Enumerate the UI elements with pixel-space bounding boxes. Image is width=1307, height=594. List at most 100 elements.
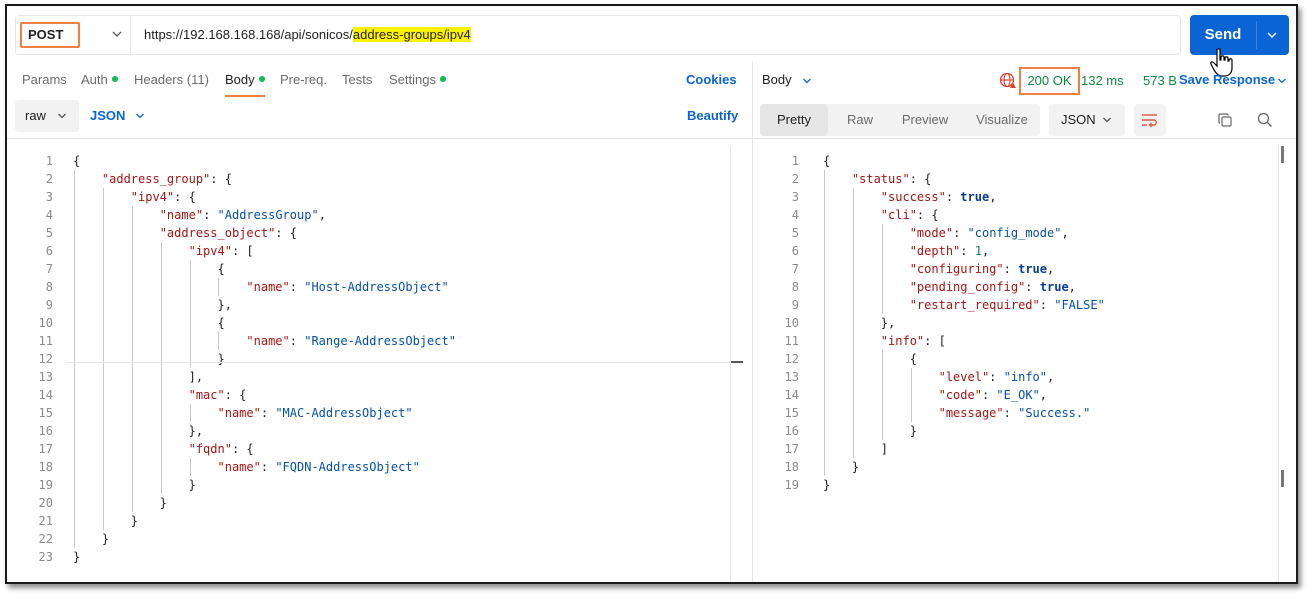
indent-guide xyxy=(852,332,854,350)
chevron-down-icon xyxy=(136,113,144,119)
response-format-dropdown[interactable]: JSON xyxy=(1049,104,1125,136)
code-line: 11 "info": [ xyxy=(753,332,1278,350)
url-input[interactable]: https://192.168.168.168/api/sonicos/addr… xyxy=(144,25,471,45)
indent-guide xyxy=(852,206,854,224)
beautify-button[interactable]: Beautify xyxy=(687,108,739,123)
indent-guide xyxy=(102,206,104,224)
indent-guide xyxy=(74,404,75,422)
chevron-down-icon[interactable] xyxy=(1277,76,1287,86)
indent-guide xyxy=(160,278,162,296)
code-text: "address_object": { xyxy=(159,226,297,240)
scrollbar-marker xyxy=(731,361,743,363)
line-number: 11 xyxy=(784,334,799,348)
tab-label: Headers (11) xyxy=(134,72,209,87)
indent-guide xyxy=(881,242,883,260)
code-text: "depth": 1, xyxy=(909,244,990,258)
cookies-link[interactable]: Cookies xyxy=(686,72,737,87)
tab-raw[interactable]: Raw xyxy=(846,112,873,127)
line-number: 13 xyxy=(38,370,53,384)
send-divider xyxy=(1256,21,1257,49)
indent-guide xyxy=(102,188,104,206)
indent-guide xyxy=(824,458,825,476)
tab-label: Auth xyxy=(81,72,108,87)
indent-guide xyxy=(131,368,133,386)
code-line: 8 "name": "Host-AddressObject" xyxy=(7,278,730,296)
body-language-dropdown[interactable]: JSON xyxy=(90,108,126,123)
indent-guide xyxy=(824,242,825,260)
chevron-down-icon[interactable] xyxy=(1266,29,1278,41)
indent-guide xyxy=(852,440,854,458)
indent-guide xyxy=(74,170,75,188)
line-number: 17 xyxy=(784,442,799,456)
send-button[interactable]: Send xyxy=(1190,15,1289,55)
indent-guide xyxy=(189,404,191,422)
code-line: 12 } xyxy=(7,350,730,368)
indent-guide xyxy=(74,386,75,404)
line-number: 20 xyxy=(38,496,53,510)
tab-tests[interactable]: Tests xyxy=(342,72,372,87)
line-number: 4 xyxy=(791,208,799,222)
indent-guide xyxy=(824,422,825,440)
response-size[interactable]: 573 B xyxy=(1143,73,1177,88)
method-dropdown[interactable]: POST xyxy=(16,16,131,54)
tab-visualize[interactable]: Visualize xyxy=(976,112,1028,127)
tab-settings[interactable]: Settings xyxy=(389,72,446,87)
indent-guide xyxy=(102,494,104,512)
chevron-down-icon xyxy=(58,113,66,119)
indent-guide xyxy=(881,422,883,440)
code-line: 1{ xyxy=(753,152,1278,170)
code-text: }, xyxy=(73,298,232,312)
search-icon[interactable] xyxy=(1257,112,1273,128)
tab-params[interactable]: Params xyxy=(22,72,67,87)
tab-auth[interactable]: Auth xyxy=(81,72,118,87)
network-globe-icon[interactable] xyxy=(999,72,1017,90)
pane-divider[interactable] xyxy=(752,62,753,582)
code-text: } xyxy=(73,532,110,546)
response-time[interactable]: 132 ms xyxy=(1081,73,1124,88)
url-highlight: address-groups/ipv4 xyxy=(352,27,471,42)
status-badge[interactable]: 200 OK xyxy=(1019,67,1080,95)
active-tab-indicator xyxy=(225,95,265,97)
tab-pretty[interactable]: Pretty xyxy=(760,104,828,136)
indent-guide xyxy=(131,242,133,260)
response-body-viewer[interactable]: 1{2 "status": {3 "success": true,4 "cli"… xyxy=(753,146,1278,582)
save-response-button[interactable]: Save Response xyxy=(1179,72,1276,87)
code-line: 15 "message": "Success." xyxy=(753,404,1278,422)
indent-guide xyxy=(74,332,75,350)
line-number: 10 xyxy=(784,316,799,330)
code-text: "ipv4": { xyxy=(130,190,196,204)
code-text: "success": true, xyxy=(880,190,997,204)
line-number: 1 xyxy=(45,154,53,168)
request-body-editor[interactable]: 1{2 "address_group": {3 "ipv4": {4 "name… xyxy=(7,146,730,582)
body-mode-label: raw xyxy=(25,108,46,123)
code-text: } xyxy=(73,550,81,564)
tab-body[interactable]: Body xyxy=(225,72,265,87)
tab-label: Settings xyxy=(389,72,436,87)
indent-guide xyxy=(102,350,104,368)
response-viewer-scrollbar[interactable] xyxy=(1278,146,1292,582)
line-number: 7 xyxy=(45,262,53,276)
indent-guide xyxy=(852,404,854,422)
status-dot xyxy=(439,76,446,82)
tab-pre-request[interactable]: Pre-req. xyxy=(280,72,327,87)
tab-headers[interactable]: Headers (11) xyxy=(134,72,209,87)
indent-guide xyxy=(852,314,854,332)
tab-preview[interactable]: Preview xyxy=(901,112,949,127)
code-text: ], xyxy=(73,370,204,384)
request-editor-scrollbar[interactable] xyxy=(730,146,744,582)
indent-guide xyxy=(852,296,854,314)
indent-guide xyxy=(824,350,825,368)
code-text: "name": "Range-AddressObject" xyxy=(246,334,456,348)
copy-icon[interactable] xyxy=(1217,112,1233,128)
indent-guide xyxy=(189,260,191,278)
wrap-lines-button[interactable] xyxy=(1134,104,1166,136)
indent-guide xyxy=(131,494,133,512)
indent-guide xyxy=(824,260,825,278)
indent-guide xyxy=(824,332,825,350)
indent-guide xyxy=(131,350,133,368)
code-text: "address_group": { xyxy=(101,172,232,186)
indent-guide xyxy=(824,206,825,224)
code-line: 16 } xyxy=(753,422,1278,440)
body-mode-dropdown[interactable]: raw xyxy=(15,100,79,132)
response-body-dropdown[interactable]: Body xyxy=(762,72,792,87)
